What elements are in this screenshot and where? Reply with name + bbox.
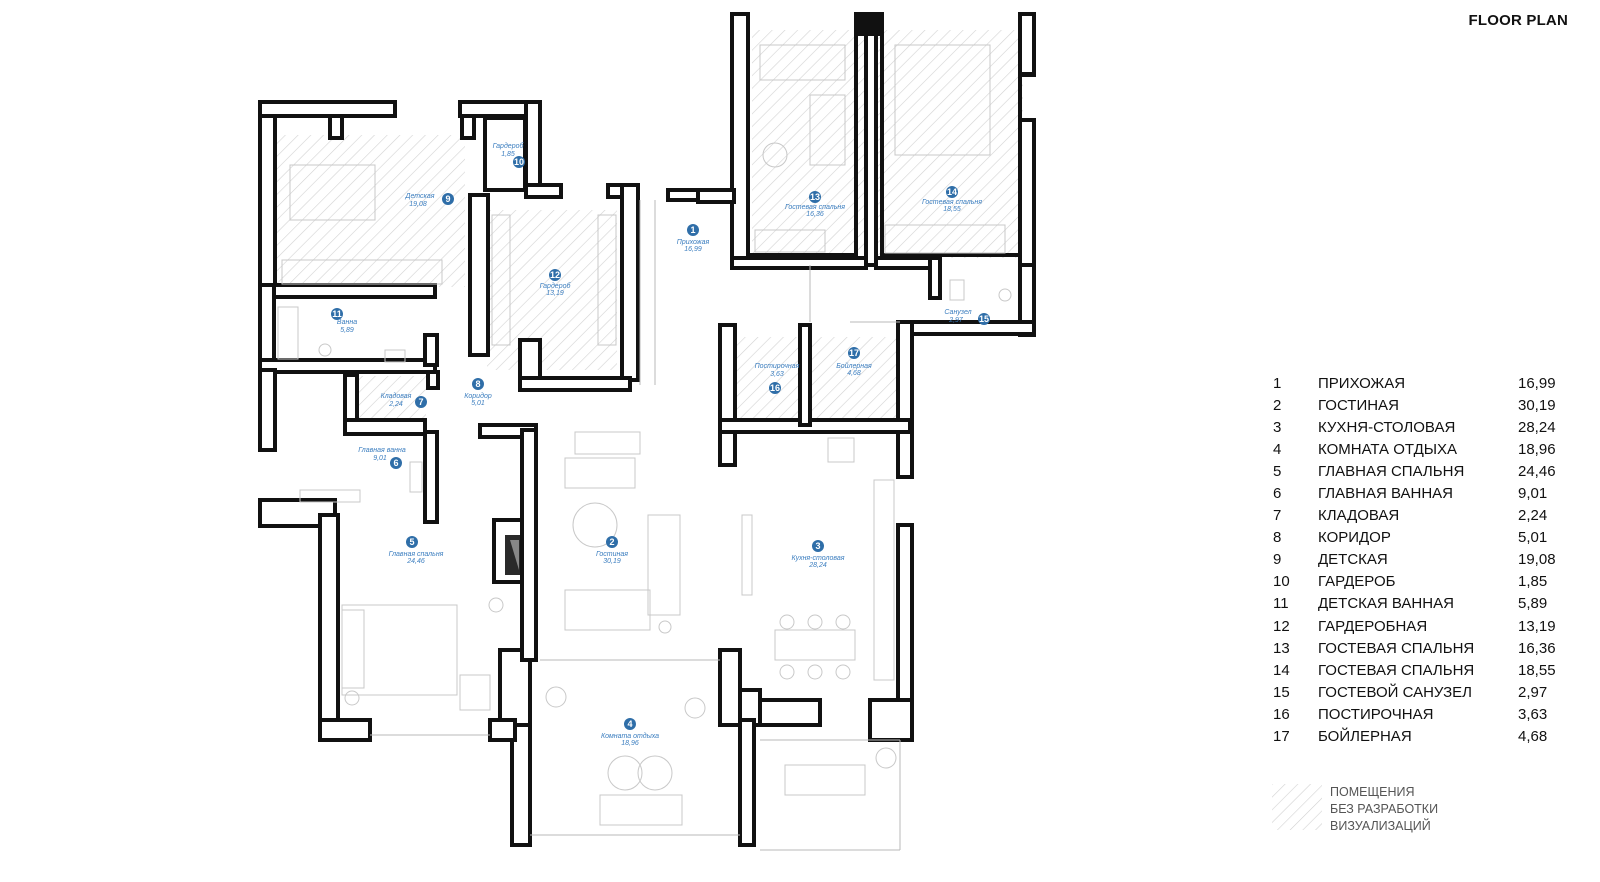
svg-text:30,19: 30,19 xyxy=(603,558,621,565)
svg-text:2: 2 xyxy=(609,537,614,547)
svg-text:8: 8 xyxy=(475,379,480,389)
room-label-5: 5 Главная спальня 24,46 xyxy=(389,536,444,565)
furniture xyxy=(277,44,1012,826)
svg-text:4,68: 4,68 xyxy=(847,370,861,377)
svg-text:18,96: 18,96 xyxy=(621,740,639,747)
room-label-11: 11 Ванна 5,89 xyxy=(331,308,357,334)
svg-text:1: 1 xyxy=(690,225,695,235)
svg-text:3: 3 xyxy=(815,541,820,551)
room-label-15: Санузел 2,97 15 xyxy=(944,309,990,325)
svg-text:4: 4 xyxy=(627,719,632,729)
svg-text:6: 6 xyxy=(393,458,398,468)
svg-text:24,46: 24,46 xyxy=(406,558,425,565)
room-label-13: 13 Гостевая спальня 16,36 xyxy=(785,191,845,218)
svg-text:16: 16 xyxy=(770,383,780,393)
svg-text:Ванна: Ванна xyxy=(337,319,357,326)
svg-text:13: 13 xyxy=(810,192,820,202)
svg-text:18,55: 18,55 xyxy=(943,206,961,213)
svg-text:Детская: Детская xyxy=(405,193,435,200)
svg-text:5,01: 5,01 xyxy=(471,400,485,407)
svg-text:Гостиная: Гостиная xyxy=(596,551,628,558)
svg-text:3,63: 3,63 xyxy=(770,371,784,378)
svg-text:10: 10 xyxy=(514,157,524,167)
svg-text:Бойлерная: Бойлерная xyxy=(836,362,872,370)
walls xyxy=(258,12,1036,847)
hatched-rooms xyxy=(275,30,1023,420)
svg-text:Главная спальня: Главная спальня xyxy=(389,551,444,558)
svg-text:Постирочная: Постирочная xyxy=(755,363,800,370)
svg-text:16,99: 16,99 xyxy=(684,246,702,253)
svg-text:Коридор: Коридор xyxy=(464,392,492,400)
svg-text:Кухня-столовая: Кухня-столовая xyxy=(792,555,845,562)
room-label-12: 12 Гардероб 13,19 xyxy=(540,269,572,297)
room-label-6: Главная ванна 9,01 6 xyxy=(358,447,406,469)
svg-text:19,08: 19,08 xyxy=(409,201,427,208)
svg-text:14: 14 xyxy=(947,187,957,197)
room-label-8: 8 Коридор 5,01 xyxy=(464,378,492,407)
svg-text:Гардероб: Гардероб xyxy=(540,282,572,290)
room-label-1: 1 Прихожая 16,99 xyxy=(677,224,710,253)
hatch-key: ПОМЕЩЕНИЯ БЕЗ РАЗРАБОТКИ ВИЗУАЛИЗАЦИЙ xyxy=(1272,784,1438,835)
interior-lines xyxy=(370,200,901,851)
hatch-key-text: ПОМЕЩЕНИЯ БЕЗ РАЗРАБОТКИ ВИЗУАЛИЗАЦИЙ xyxy=(1330,785,1439,833)
page-title: FLOOR PLAN xyxy=(1468,12,1568,29)
svg-text:7: 7 xyxy=(418,397,423,407)
svg-text:16,36: 16,36 xyxy=(806,211,824,218)
room-label-3: 3 Кухня-столовая 28,24 xyxy=(792,540,845,569)
svg-text:Санузел: Санузел xyxy=(944,309,971,316)
room-label-7: Кладовая 2,24 7 xyxy=(381,392,427,408)
svg-text:13,19: 13,19 xyxy=(546,290,564,297)
svg-text:28,24: 28,24 xyxy=(808,562,827,569)
room-label-2: 2 Гостиная 30,19 xyxy=(596,536,628,565)
svg-text:5: 5 xyxy=(409,537,414,547)
svg-text:1,85: 1,85 xyxy=(501,151,515,158)
svg-text:9: 9 xyxy=(445,194,450,204)
room-label-4: 4 Комната отдыха 18,96 xyxy=(601,718,659,747)
svg-text:5,89: 5,89 xyxy=(340,327,354,334)
room-label-9: Детская 19,08 9 xyxy=(405,193,454,208)
svg-text:Прихожая: Прихожая xyxy=(677,239,710,246)
svg-text:12: 12 xyxy=(550,270,560,280)
hatch-swatch-icon xyxy=(1272,784,1322,830)
room-label-16: Постирочная 3,63 16 xyxy=(755,363,800,394)
svg-text:15: 15 xyxy=(979,314,989,324)
room-label-17: 17 Бойлерная 4,68 xyxy=(836,347,872,377)
svg-text:Гостевая спальня: Гостевая спальня xyxy=(922,199,982,206)
svg-text:2,24: 2,24 xyxy=(388,401,403,408)
room-label-14: 14 Гостевая спальня 18,55 xyxy=(922,186,982,213)
svg-text:Комната отдыха: Комната отдыха xyxy=(601,732,659,740)
svg-text:Главная ванна: Главная ванна xyxy=(358,447,406,454)
svg-text:11: 11 xyxy=(332,309,342,319)
room-label-10: Гардероб 1,85 10 xyxy=(493,142,525,168)
svg-text:Кладовая: Кладовая xyxy=(381,392,412,400)
svg-text:Гостевая спальня: Гостевая спальня xyxy=(785,204,845,211)
svg-text:2,97: 2,97 xyxy=(948,317,964,324)
svg-text:17: 17 xyxy=(849,348,859,358)
room-labels: 1 Прихожая 16,99 2 Гостиная 30,19 3 Кухн… xyxy=(331,142,990,747)
svg-text:Гардероб: Гардероб xyxy=(493,142,525,150)
svg-text:9,01: 9,01 xyxy=(373,455,387,462)
